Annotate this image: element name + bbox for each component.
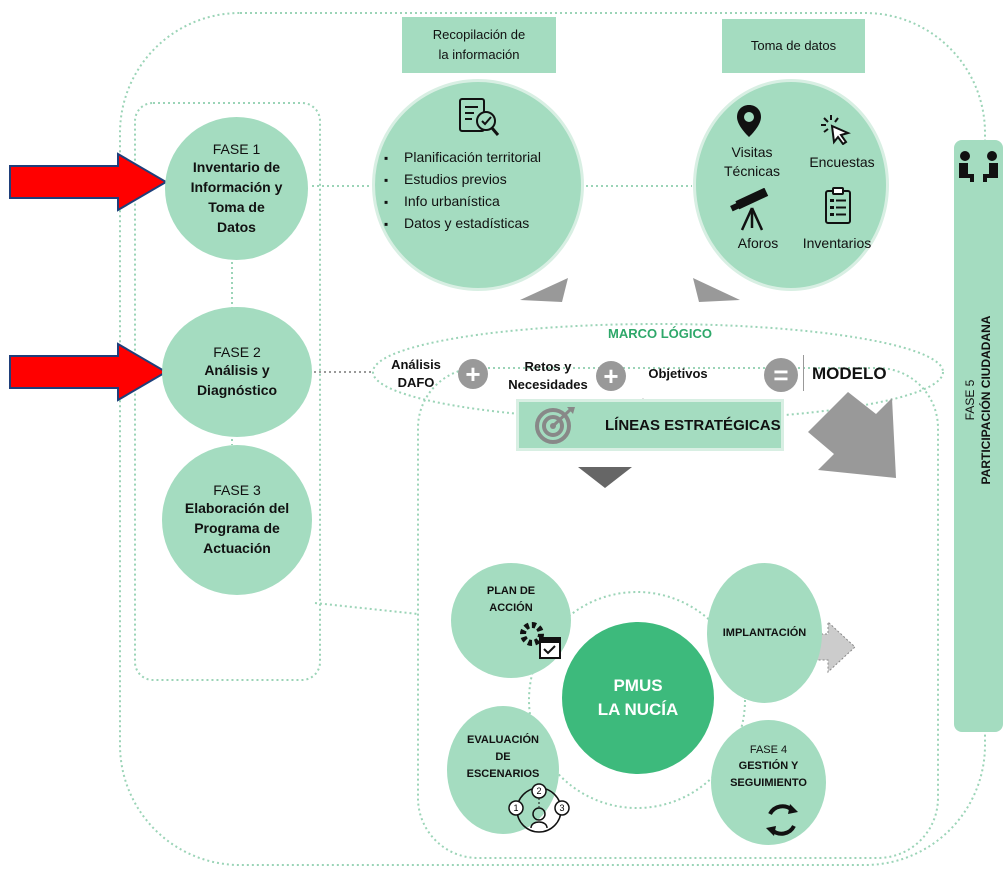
people-meeting-icon (959, 151, 998, 182)
visitas-label-line-1: Visitas (731, 144, 773, 160)
recopilacion-header-line-2: la información (438, 47, 520, 62)
fase2-number: FASE 2 (213, 344, 261, 360)
scenario-number: 1 (513, 803, 518, 813)
fase5-number: FASE 5 (963, 379, 977, 421)
telescope-icon (730, 188, 769, 231)
evaluacion-line-1: EVALUACIÓN (467, 734, 539, 746)
marco-term-retos-line-1: Retos y (524, 359, 572, 374)
refresh-cycle-icon (766, 804, 798, 836)
visitas-label: Visitas Técnicas (716, 143, 788, 181)
scenario-number: 3 (559, 803, 564, 813)
divider (803, 355, 804, 391)
toma-datos-circle (693, 79, 889, 291)
lineas-estrategicas-title: LÍNEAS ESTRATÉGICAS (605, 416, 781, 434)
implantacion-label: IMPLANTACIÓN (722, 626, 807, 639)
list-item: Estudios previos (384, 169, 541, 191)
pmus-center-line-2: LA NUCÍA (597, 700, 679, 719)
location-pin-icon (737, 105, 761, 137)
clipboard-list-icon (825, 187, 851, 224)
fase3-circle: FASE 3 Elaboración del Programa de Actua… (162, 445, 312, 595)
aforos-label: Aforos (737, 235, 779, 251)
marco-term-retos: Retos y Necesidades (500, 358, 596, 394)
plus-icon: + (596, 361, 626, 391)
fase2-circle: FASE 2 Análisis y Diagnóstico (162, 307, 312, 437)
fase1-number: FASE 1 (212, 140, 261, 157)
fase2-title-line-2: Diagnóstico (196, 382, 278, 398)
plus-icon: + (458, 359, 488, 389)
scenarios-icon: 2 1 3 (508, 783, 570, 833)
fase1-circle: FASE 1 Inventario de Información y Toma … (165, 117, 308, 260)
toma-datos-header: Toma de datos (722, 19, 865, 73)
fase1-title-line-4: Datos (217, 218, 256, 235)
document-search-icon (459, 98, 500, 136)
marco-term-dafo-line-2: DAFO (397, 375, 435, 390)
recopilacion-list: Planificación territorial Estudios previ… (384, 147, 541, 235)
fase4-circle: FASE 4 GESTIÓN Y SEGUIMIENTO (711, 720, 826, 845)
evaluacion-line-2: DE (495, 751, 511, 763)
fase4-number: FASE 4 (749, 744, 788, 756)
lineas-estrategicas-bar: LÍNEAS ESTRATÉGICAS (516, 399, 784, 451)
inventarios-label: Inventarios (802, 235, 872, 251)
recopilacion-header-line-1: Recopilación de (432, 27, 526, 42)
fase5-title: PARTICIPACIÓN CIUDADANA (979, 315, 993, 485)
encuestas-label: Encuestas (809, 154, 875, 170)
target-icon (535, 407, 575, 444)
fase5-label: FASE 5 PARTICIPACIÓN CIUDADANA (962, 316, 994, 485)
marco-term-objetivos: Objetivos (648, 366, 708, 381)
pmus-center-line-1: PMUS (613, 676, 663, 695)
evaluacion-circle: EVALUACIÓN DE ESCENARIOS (447, 706, 559, 834)
equals-icon: = (764, 358, 798, 392)
toma-datos-header-text: Toma de datos (750, 38, 837, 53)
plan-accion-line-2: ACCIÓN (489, 602, 533, 614)
marco-term-retos-line-2: Necesidades (508, 377, 588, 392)
marco-logico-title: MARCO LÓGICO (608, 326, 712, 341)
visitas-label-line-2: Técnicas (723, 163, 781, 179)
fase3-title-line-3: Actuación (203, 540, 271, 556)
scenario-number: 2 (536, 786, 541, 796)
gear-checklist-icon (520, 622, 561, 659)
evaluacion-line-3: ESCENARIOS (466, 768, 540, 780)
list-item: Planificación territorial (384, 147, 541, 169)
marco-term-dafo: Análisis DAFO (386, 356, 446, 392)
red-arrow-fase2-icon (9, 342, 168, 402)
list-item: Datos y estadísticas (384, 213, 541, 235)
fase3-number: FASE 3 (213, 482, 261, 498)
fase4-title-line-2: SEGUIMIENTO (730, 777, 807, 789)
fase5-bar (954, 140, 1003, 732)
plan-accion-line-1: PLAN DE (486, 585, 536, 597)
implantacion-circle: IMPLANTACIÓN (707, 563, 822, 703)
marco-result-modelo: MODELO (812, 364, 887, 383)
fase3-title-line-2: Programa de (194, 520, 280, 536)
fase3-title-line-1: Elaboración del (184, 500, 290, 516)
red-arrow-fase1-icon (9, 152, 168, 212)
fase2-title-line-1: Análisis y (204, 362, 270, 378)
fase4-title-line-1: GESTIÓN Y (738, 760, 799, 772)
fase1-title-line-2: Información y (190, 178, 283, 195)
list-item: Info urbanística (384, 191, 541, 213)
pmus-center-circle: PMUS LA NUCÍA (562, 622, 714, 774)
cursor-click-icon (821, 115, 851, 145)
fase1-title-line-1: Inventario de (192, 158, 281, 175)
marco-term-dafo-line-1: Análisis (391, 357, 441, 372)
fase1-title-line-3: Toma de (208, 198, 265, 215)
recopilacion-header: Recopilación de la información (402, 17, 556, 73)
